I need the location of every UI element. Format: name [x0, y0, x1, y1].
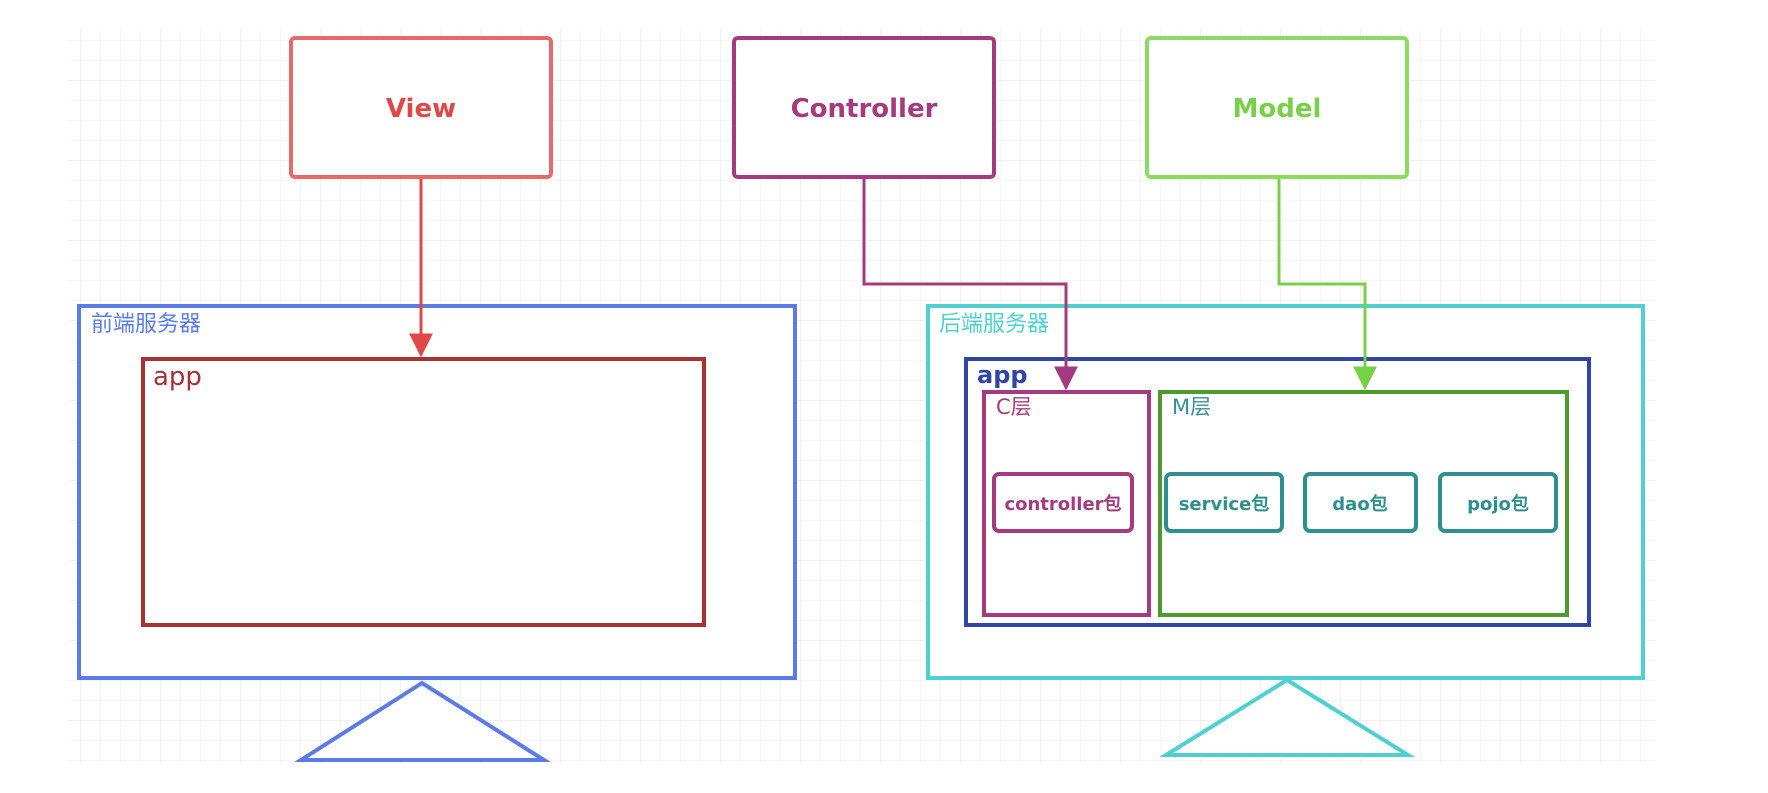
view-label: View	[386, 94, 456, 124]
frontend-server-label: 前端服务器	[91, 312, 201, 337]
backend-server-label: 后端服务器	[939, 312, 1049, 337]
c-layer-label: C层	[996, 395, 1032, 419]
backend-server: 后端服务器 app C层 controller包 M层 service包 dao…	[926, 304, 1645, 757]
frontend-app-label: app	[153, 362, 202, 392]
view-box-border	[289, 36, 553, 179]
service-package-label: service包	[1179, 493, 1270, 515]
model-box: Model	[1145, 36, 1409, 179]
controller-package	[992, 472, 1134, 533]
dao-package	[1303, 472, 1418, 533]
model-to-m-layer-arrow	[1277, 179, 1377, 391]
frontend-monitor-stand	[294, 680, 551, 762]
frontend-app-frame	[141, 357, 706, 627]
view-box: View	[289, 36, 553, 179]
pojo-package	[1438, 472, 1558, 533]
controller-to-c-layer-arrow	[862, 179, 1078, 391]
backend-app-label: app	[977, 361, 1028, 389]
controller-box-border	[732, 36, 996, 179]
dao-package-label: dao包	[1332, 493, 1387, 515]
controller-label: Controller	[791, 94, 938, 124]
controller-box: Controller	[732, 36, 996, 179]
controller-package-label: controller包	[1004, 493, 1121, 515]
m-layer-label: M层	[1172, 395, 1211, 419]
pojo-package-label: pojo包	[1467, 493, 1529, 515]
service-package	[1164, 472, 1284, 533]
frontend-server: 前端服务器 app	[77, 304, 797, 762]
model-box-border	[1145, 36, 1409, 179]
backend-monitor-stand	[1158, 677, 1416, 757]
model-label: Model	[1233, 94, 1322, 124]
